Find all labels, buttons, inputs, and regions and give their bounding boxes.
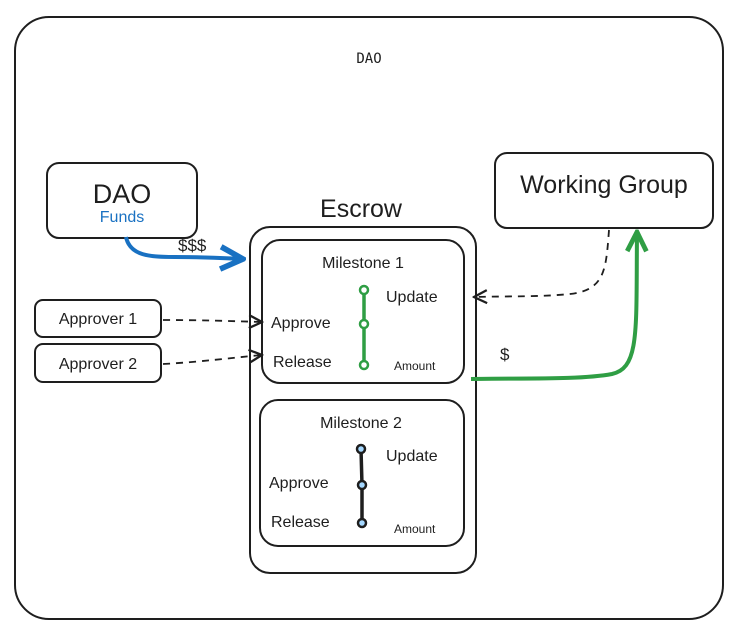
escrow-title: Escrow [320,195,403,223]
milestone-2-update-node [355,443,367,455]
milestone-2: Milestone 2 Update Approve Release Amoun… [259,399,465,547]
milestone-2-release-node [356,517,368,529]
approver-1-arrow [162,320,262,322]
milestone-1-title: Milestone 1 [322,255,404,272]
approver-2-label: Approver 2 [59,356,137,373]
milestone-1: Milestone 1 Update Approve Release Amoun… [261,239,465,384]
milestone-2-approve-node [356,479,368,491]
funds-arrow [124,236,243,259]
milestone-1-amount-label: Amount [394,359,436,373]
approver-2-box: Approver 2 [34,343,162,383]
milestone-2-amount-label: Amount [394,522,436,536]
approver-1-box: Approver 1 [34,299,162,338]
escrow-box: Escrow [249,195,477,574]
dao-box-title: DAO [93,179,152,209]
milestone-1-update-label: Update [386,289,438,306]
milestone-2-update-label: Update [386,448,438,465]
dao-box-subtitle: Funds [100,209,144,226]
milestone-2-title: Milestone 2 [320,415,402,432]
payout-flow-label: $ [500,345,510,364]
milestone-1-update-node [358,284,370,296]
milestone-1-release-node [358,359,370,371]
milestone-1-release-label: Release [273,354,332,371]
milestone-1-approve-label: Approve [271,315,331,332]
working-group-box: Working Group [494,152,714,229]
milestone-2-release-label: Release [271,514,330,531]
milestone-2-approve-label: Approve [269,475,329,492]
payout-arrow [470,232,637,381]
milestone-1-approve-node [358,318,370,330]
working-group-title: Working Group [520,171,688,199]
funds-flow-label: $$$ [178,236,207,255]
dao-container: DAO [14,16,724,620]
dao-funds-box: DAO Funds [46,162,198,239]
approver-1-label: Approver 1 [59,311,137,328]
update-arrow [474,229,610,297]
approver-2-arrow [162,355,262,365]
dao-container-title: DAO [356,51,381,67]
